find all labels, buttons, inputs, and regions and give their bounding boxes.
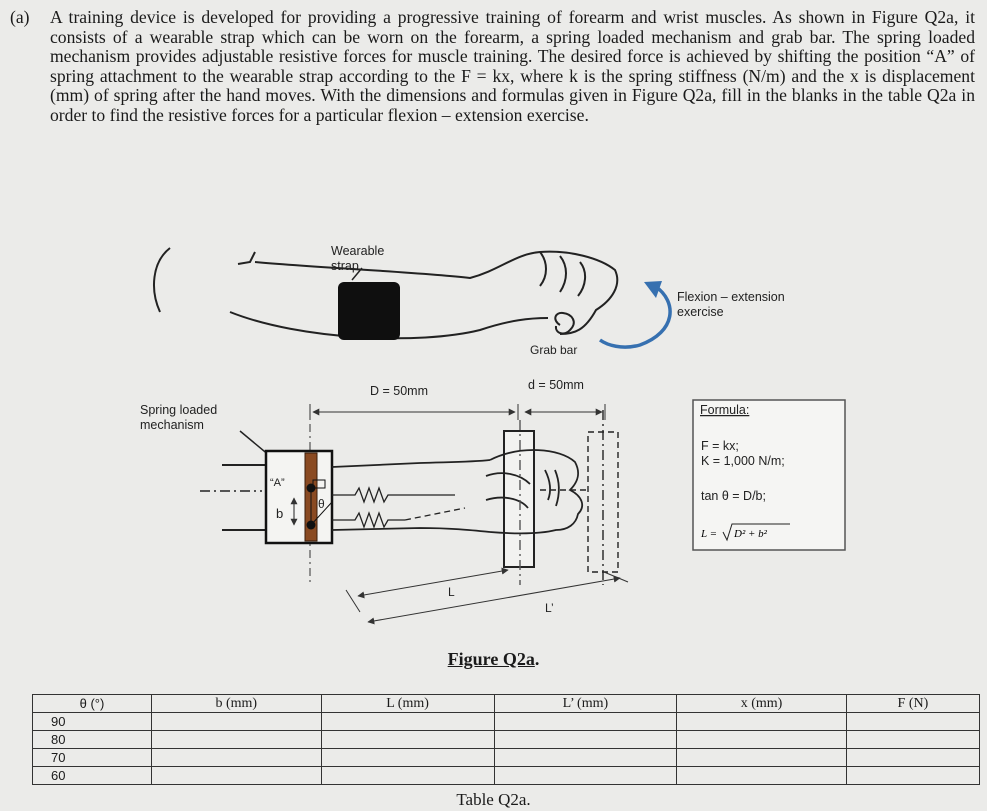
- cell-L[interactable]: [320, 730, 495, 749]
- cell-b[interactable]: [151, 712, 322, 731]
- cell-L[interactable]: [320, 766, 495, 785]
- cell-L-prime[interactable]: [493, 730, 678, 749]
- cell-L[interactable]: [320, 712, 495, 731]
- hand-on-bar: [331, 430, 584, 568]
- dimension-lines: [309, 404, 606, 582]
- cell-theta: 70: [32, 748, 152, 767]
- cell-x[interactable]: [676, 748, 847, 767]
- header-b: b (mm): [151, 694, 322, 713]
- label-grab-bar: Grab bar: [530, 343, 577, 357]
- cell-L-prime[interactable]: [493, 712, 678, 731]
- label-theta: θ: [318, 497, 325, 511]
- label-d: d = 50mm: [528, 378, 584, 392]
- cell-L-prime[interactable]: [493, 748, 678, 767]
- cell-F[interactable]: [845, 712, 981, 731]
- label-mechanism: mechanism: [140, 418, 204, 432]
- cell-x[interactable]: [676, 766, 847, 785]
- cell-x[interactable]: [676, 712, 847, 731]
- table-header-row: θ (°) b (mm) L (mm) L’ (mm) x (mm) F (N): [32, 694, 981, 713]
- length-lines: [345, 567, 629, 625]
- arm-illustration: [153, 247, 619, 340]
- question-text: A training device is developed for provi…: [50, 7, 975, 125]
- flexion-arrow-icon: [598, 284, 672, 349]
- cell-theta: 80: [32, 730, 152, 749]
- formula-L-lhs: L =: [700, 528, 717, 540]
- label-exercise: exercise: [677, 305, 724, 319]
- cell-b[interactable]: [151, 748, 322, 767]
- table-row: 70: [32, 748, 981, 767]
- cell-b[interactable]: [151, 766, 322, 785]
- cell-F[interactable]: [845, 766, 981, 785]
- spring-mechanism: [200, 449, 334, 545]
- label-wearable: Wearable: [331, 244, 384, 258]
- header-L-prime: L’ (mm): [493, 694, 678, 713]
- label-D: D = 50mm: [370, 384, 428, 398]
- cell-L[interactable]: [320, 748, 495, 767]
- formula-title: Formula:: [700, 403, 749, 417]
- question-label: (a): [10, 7, 30, 27]
- header-x: x (mm): [676, 694, 847, 713]
- cell-theta: 90: [32, 712, 152, 731]
- table-row: 90: [32, 712, 981, 731]
- label-L: L: [448, 585, 455, 599]
- header-theta: θ (°): [32, 694, 152, 713]
- bar-dashed: [519, 410, 619, 585]
- wearable-strap: [338, 282, 400, 340]
- table-row: 60: [32, 766, 981, 785]
- sqrt-icon: [722, 523, 790, 542]
- header-F: F (N): [845, 694, 981, 713]
- label-strap: strap: [331, 259, 359, 273]
- cell-x[interactable]: [676, 730, 847, 749]
- formula-line-1: F = kx;: [701, 439, 739, 453]
- header-L: L (mm): [320, 694, 495, 713]
- table-q2a: θ (°) b (mm) L (mm) L’ (mm) x (mm) F (N)…: [32, 694, 981, 785]
- label-flexion: Flexion – extension: [677, 290, 785, 304]
- label-b: b: [276, 506, 283, 521]
- formula-line-3: tan θ = D/b;: [701, 489, 766, 503]
- springs: [332, 486, 466, 529]
- formula-L-radicand: D² + b²: [733, 528, 768, 540]
- formula-line-2: K = 1,000 N/m;: [701, 454, 785, 468]
- table-caption: Table Q2a.: [456, 790, 531, 809]
- cell-L-prime[interactable]: [493, 766, 678, 785]
- label-A: “A”: [270, 477, 285, 489]
- label-L-prime: L’: [545, 601, 554, 615]
- figure-caption: Figure Q2a.: [447, 649, 540, 669]
- cell-F[interactable]: [845, 730, 981, 749]
- formula-box: Formula: F = kx; K = 1,000 N/m; tan θ = …: [692, 399, 846, 551]
- table-row: 80: [32, 730, 981, 749]
- label-spring-loaded: Spring loaded: [140, 403, 217, 417]
- cell-b[interactable]: [151, 730, 322, 749]
- cell-theta: 60: [32, 766, 152, 785]
- question-block: (a) A training device is developed for p…: [10, 7, 975, 126]
- cell-F[interactable]: [845, 748, 981, 767]
